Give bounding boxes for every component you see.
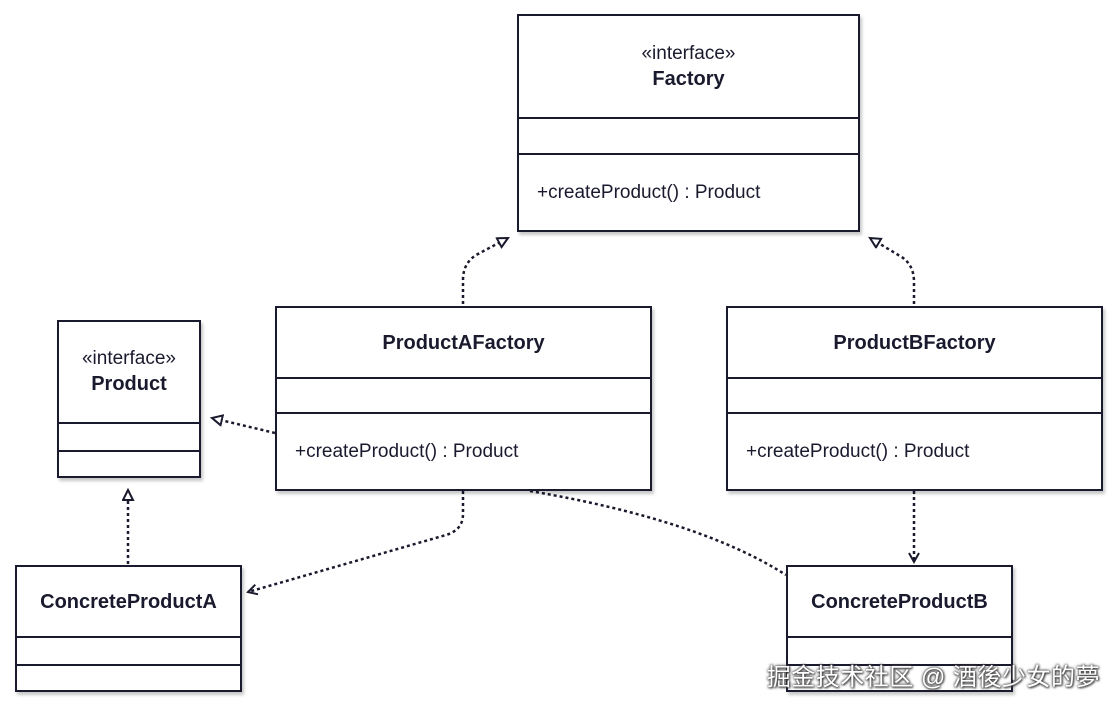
realization-productafactory-factory <box>461 236 508 304</box>
concreteproductb-box[interactable]: ConcreteProductB <box>786 565 1013 692</box>
factory-interface-box[interactable]: «interface» Factory +createProduct() : P… <box>517 14 860 232</box>
factory-stereotype: «interface» <box>641 42 736 64</box>
concreteproducta-attributes <box>17 636 240 664</box>
product-methods <box>59 450 199 476</box>
concreteproducta-header: ConcreteProductA <box>17 567 240 636</box>
productafactory-class-name: ProductAFactory <box>382 331 545 354</box>
concreteproducta-class-name: ConcreteProductA <box>40 590 217 613</box>
concreteproducta-box[interactable]: ConcreteProductA <box>15 565 242 692</box>
productbfactory-attributes <box>728 377 1101 412</box>
productbfactory-methods: +createProduct() : Product <box>728 412 1101 489</box>
concreteproductb-header: ConcreteProductB <box>788 567 1011 636</box>
productbfactory-class-name: ProductBFactory <box>833 331 996 354</box>
concreteproductb-attributes <box>788 636 1011 664</box>
productafactory-header: ProductAFactory <box>277 308 650 377</box>
productbfactory-box[interactable]: ProductBFactory +createProduct() : Produ… <box>726 306 1103 491</box>
product-stereotype: «interface» <box>81 348 176 369</box>
factory-header: «interface» Factory <box>519 16 858 117</box>
realization-productafactory-product <box>212 418 276 435</box>
productbfactory-method: +createProduct() : Product <box>746 440 970 462</box>
product-attributes <box>59 422 199 450</box>
productbfactory-header: ProductBFactory <box>728 308 1101 377</box>
product-header: «interface» Product <box>59 322 199 422</box>
concreteproducta-methods <box>17 664 240 690</box>
dependency-productafactory-concreteproducta <box>246 491 465 596</box>
concreteproductb-class-name: ConcreteProductB <box>811 590 988 613</box>
factory-attributes <box>519 117 858 153</box>
association-productafactory-concreteproductb <box>529 489 787 577</box>
productafactory-attributes <box>277 377 650 412</box>
productafactory-method: +createProduct() : Product <box>295 440 519 462</box>
factory-methods: +createProduct() : Product <box>519 153 858 230</box>
product-class-name: Product <box>91 373 167 395</box>
product-interface-box[interactable]: «interface» Product <box>57 320 201 478</box>
factory-method: +createProduct() : Product <box>537 181 761 203</box>
productafactory-box[interactable]: ProductAFactory +createProduct() : Produ… <box>275 306 652 491</box>
concreteproductb-methods <box>788 664 1011 690</box>
productafactory-methods: +createProduct() : Product <box>277 412 650 489</box>
factory-class-name: Factory <box>652 67 725 90</box>
realization-productbfactory-factory <box>870 238 916 304</box>
watermark-text: 掘金技术社区 @ 酒後少女的夢 <box>766 664 1100 691</box>
